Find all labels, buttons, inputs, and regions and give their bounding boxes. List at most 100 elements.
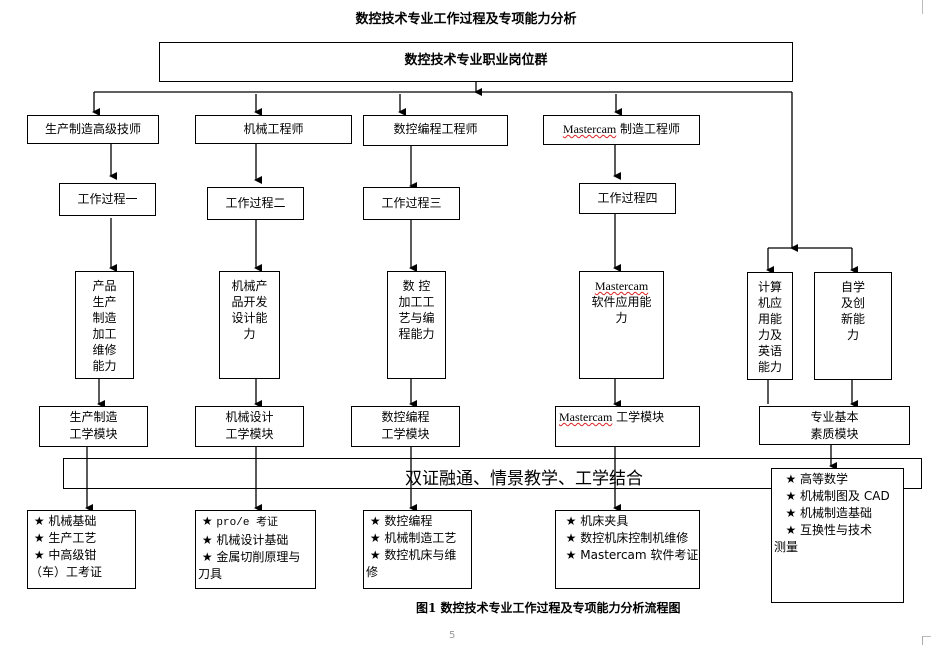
module-node-1: 生产制造 工学模块 xyxy=(39,406,148,447)
process-label: 工作过程二 xyxy=(225,196,286,210)
course-item: ★ 数控机床与维 xyxy=(369,548,457,562)
ability-node-5: 计算 机应 用能 力及 英语 能力 xyxy=(747,272,793,380)
ability-line: 加工 xyxy=(92,327,117,341)
process-node-4: 工作过程四 xyxy=(579,183,676,214)
ability-line: 制造 xyxy=(92,311,117,325)
course-item: ★ 中高级钳 xyxy=(33,548,97,562)
course-item: ★ pro/e 考证 xyxy=(201,514,279,529)
page-title: 数控技术专业工作过程及专项能力分析 xyxy=(355,12,577,27)
course-item-tail: 修 xyxy=(366,565,379,579)
ability-line: 能力 xyxy=(757,360,782,374)
page-number: 5 xyxy=(449,630,456,641)
position-label: 机械工程师 xyxy=(243,122,304,136)
course-item: ★ 互换性与技术 xyxy=(785,523,873,537)
ability-line: 自学 xyxy=(840,280,865,294)
ability-line: 机应 xyxy=(757,296,782,310)
star-icon: ★ xyxy=(785,506,797,520)
position-label: 生产制造高级技师 xyxy=(44,122,141,136)
module-line: 机械设计 xyxy=(225,410,274,424)
star-icon: ★ xyxy=(565,514,577,528)
module-node-3: 数控编程 工学模块 xyxy=(351,406,460,447)
figure-caption: 图1 数控技术专业工作过程及专项能力分析流程图 xyxy=(416,601,681,615)
course-item: ★ 数控机床控制机维修 xyxy=(565,531,689,545)
course-item: ★ 数控编程 xyxy=(369,514,433,528)
ability-line: 计算 xyxy=(757,280,782,294)
module-line: 专业基本 xyxy=(810,410,859,424)
module-line: 工学模块 xyxy=(225,427,274,441)
ability-line: 及创 xyxy=(840,296,865,310)
star-icon: ★ xyxy=(785,472,797,486)
ability-line: 能力 xyxy=(92,359,117,373)
ability-line: 英语 xyxy=(757,344,782,358)
ability-line: 新能 xyxy=(840,312,865,326)
position-label: 制造工程师 xyxy=(616,122,681,136)
module-line: 工学模块 xyxy=(612,410,665,424)
module-node-2: 机械设计 工学模块 xyxy=(195,406,304,447)
process-label: 工作过程三 xyxy=(381,196,442,210)
ability-line: 力 xyxy=(243,327,256,341)
ability-line: 维修 xyxy=(92,343,117,357)
course-item: ★ 金属切削原理与 xyxy=(201,550,301,564)
star-icon: ★ xyxy=(33,514,45,528)
ability-line: 力 xyxy=(615,311,628,325)
star-icon: ★ xyxy=(201,550,213,564)
module-line: 工学模块 xyxy=(69,427,118,441)
page-corner-mark xyxy=(922,0,931,14)
process-node-2: 工作过程二 xyxy=(207,187,304,220)
ability-line: 产品 xyxy=(92,279,117,293)
course-list-5: ★ 高等数学 ★ 机械制图及 CAD ★ 机械制造基础 ★ 互换性与技术 测量 xyxy=(771,468,904,603)
position-label: 数控编程工程师 xyxy=(393,122,478,136)
star-icon: ★ xyxy=(33,548,45,562)
module-line: 生产制造 xyxy=(69,410,118,424)
process-node-1: 工作过程一 xyxy=(59,183,156,216)
star-icon: ★ xyxy=(785,523,797,537)
course-item-tail: （车）工考证 xyxy=(30,565,103,579)
position-node-2: 机械工程师 xyxy=(195,115,352,144)
course-item: ★ 机械制图及 CAD xyxy=(785,489,890,503)
course-list-1: ★ 机械基础 ★ 生产工艺 ★ 中高级钳 （车）工考证 xyxy=(27,510,136,589)
star-icon: ★ xyxy=(201,514,213,528)
course-item: ★ 机械基础 xyxy=(33,514,97,528)
course-list-4: ★ 机床夹具 ★ 数控机床控制机维修 ★ Mastercam 软件考证 xyxy=(555,510,700,589)
course-item: ★ Mastercam 软件考证 xyxy=(565,548,699,562)
star-icon: ★ xyxy=(369,531,381,545)
ability-line: 艺与编 xyxy=(398,311,435,325)
process-label: 工作过程四 xyxy=(597,191,658,205)
course-item: ★ 机械制造工艺 xyxy=(369,531,457,545)
ability-line: 设计能 xyxy=(231,311,268,325)
course-item-tail: 刀具 xyxy=(198,567,223,581)
star-icon: ★ xyxy=(201,533,213,547)
position-node-4: Mastercam 制造工程师 xyxy=(543,115,700,145)
root-node: 数控技术专业职业岗位群 xyxy=(159,42,793,82)
mastercam-text: Mastercam xyxy=(559,410,613,424)
ability-line: 软件应用能 xyxy=(591,295,652,309)
ability-node-1: 产品 生产 制造 加工 维修 能力 xyxy=(75,271,134,379)
mastercam-text: Mastercam xyxy=(562,122,617,136)
course-list-2: ★ pro/e 考证 ★ 机械设计基础 ★ 金属切削原理与 刀具 xyxy=(195,510,316,589)
ability-line: 品开发 xyxy=(231,295,268,309)
course-item-tail: 测量 xyxy=(774,540,799,554)
ability-line: 机械产 xyxy=(231,279,268,293)
course-item: ★ 高等数学 xyxy=(785,472,849,486)
root-label: 数控技术专业职业岗位群 xyxy=(404,53,548,68)
mastercam-text: Mastercam xyxy=(594,279,649,293)
ability-node-6: 自学 及创 新能 力 xyxy=(814,272,892,380)
position-node-1: 生产制造高级技师 xyxy=(27,115,159,144)
module-line: 素质模块 xyxy=(810,427,859,441)
ability-line: 用能 xyxy=(757,312,782,326)
module-line: 数控编程 xyxy=(381,410,430,424)
course-item: ★ 生产工艺 xyxy=(33,531,97,545)
ability-line: 生产 xyxy=(92,295,117,309)
module-node-4: Mastercam 工学模块 xyxy=(555,406,700,447)
ability-line: 数 控 xyxy=(402,279,431,293)
process-label: 工作过程一 xyxy=(77,192,138,206)
ability-line: 程能力 xyxy=(398,327,435,341)
ability-line: 力 xyxy=(846,328,859,342)
page-corner-mark xyxy=(922,636,931,645)
course-item: ★ 机床夹具 xyxy=(565,514,629,528)
course-item: ★ 机械制造基础 xyxy=(785,506,873,520)
module-node-5: 专业基本 素质模块 xyxy=(759,406,910,445)
star-icon: ★ xyxy=(565,531,577,545)
star-icon: ★ xyxy=(33,531,45,545)
